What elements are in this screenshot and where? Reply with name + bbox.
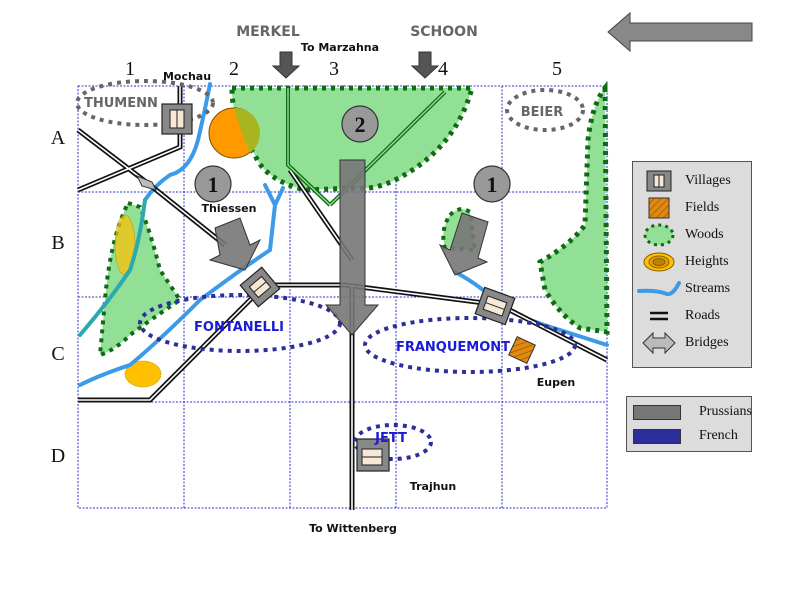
commander-beier: BEIER — [521, 105, 564, 120]
legend-item-fields: Fields — [633, 195, 719, 221]
svg-text:2: 2 — [355, 112, 366, 137]
prussian-swatch — [633, 404, 681, 420]
road-icon — [650, 311, 668, 321]
unit-marker-2: 2 — [341, 105, 379, 143]
heights-b1 — [114, 214, 136, 276]
village-icon — [646, 170, 672, 192]
column-labels: 1 2 3 4 5 — [125, 58, 562, 80]
heights — [114, 107, 261, 388]
franquemont-ring — [363, 316, 577, 374]
field-eupen — [508, 336, 536, 364]
legend-item-prussians: Prussians — [633, 399, 752, 425]
row-label: C — [51, 343, 64, 365]
row-label: D — [51, 445, 65, 467]
arrow-unit-1-thiessen — [208, 217, 262, 271]
svg-text:1: 1 — [208, 172, 219, 197]
unit-marker-1-west: 1 — [194, 165, 232, 203]
commander-franquemont: FRANQUEMONT — [396, 340, 510, 355]
legend-label: Bridges — [685, 335, 729, 350]
label-to-wittenberg: To Wittenberg — [309, 522, 397, 535]
unit-marker-1-east: 1 — [473, 165, 511, 203]
villages — [161, 103, 516, 472]
stream-west-b — [78, 183, 278, 387]
arrow-schoon — [410, 51, 440, 79]
french-commander-rings — [138, 293, 577, 461]
row-label: B — [51, 232, 64, 254]
arrow-direction-west — [607, 11, 753, 53]
label-thiessen: Thiessen — [202, 202, 257, 215]
village-thiessen-fontanelli — [239, 266, 281, 308]
legend-label: Villages — [685, 173, 731, 188]
village-franquemont — [474, 286, 516, 326]
forces-legend: Prussians French — [626, 396, 752, 452]
commander-thumenn: THUMENN — [84, 96, 158, 111]
legend-label: Woods — [685, 227, 724, 242]
legend-item-bridges: Bridges — [633, 330, 729, 356]
label-trajhun: Trajhun — [410, 480, 456, 493]
row-labels: A B C D — [51, 127, 66, 467]
arrow-unit-1-east — [438, 212, 489, 276]
column-label: 1 — [125, 58, 135, 80]
legend-item-villages: Villages — [633, 168, 731, 194]
legend-item-roads: Roads — [633, 303, 720, 329]
stream-main-north — [143, 82, 212, 202]
row-label: A — [51, 127, 66, 149]
commander-schoon: SCHOON — [410, 24, 478, 40]
terrain-legend: Villages Fields Woods Heights Streams Ro… — [632, 161, 752, 368]
label-to-marzahna: To Marzahna — [301, 41, 379, 54]
bridge-icon — [135, 175, 157, 191]
prussian-attack-arrows — [208, 11, 753, 336]
svg-text:1: 1 — [487, 172, 498, 197]
fontanelli-ring — [138, 293, 342, 353]
legend-item-french: French — [633, 423, 738, 449]
french-swatch — [633, 428, 681, 444]
column-label: 3 — [329, 58, 339, 80]
column-label: 4 — [438, 58, 448, 80]
legend-item-heights: Heights — [633, 249, 729, 275]
legend-item-streams: Streams — [633, 276, 730, 302]
stream-west-a — [78, 198, 147, 337]
thumenn-ring — [75, 79, 215, 127]
field-icon — [648, 197, 670, 219]
beier-ring — [505, 88, 585, 132]
heights-icon — [643, 252, 675, 272]
unit-markers: 1 2 1 — [194, 105, 511, 203]
label-eupen: Eupen — [537, 376, 576, 389]
bridge-icon — [642, 331, 676, 355]
legend-label: Prussians — [699, 404, 752, 419]
column-label: 2 — [229, 58, 239, 80]
legend-label: Fields — [685, 200, 720, 215]
streams — [78, 82, 609, 387]
arrow-unit-2-south — [324, 159, 380, 336]
commander-jett: JETT — [374, 431, 407, 446]
heights-c1 — [124, 360, 162, 388]
arrow-merkel — [271, 51, 301, 79]
village-jett — [356, 438, 390, 472]
commander-merkel: MERKEL — [236, 24, 300, 40]
woods-east — [537, 80, 610, 335]
jett-ring — [353, 423, 433, 461]
legend-label: Heights — [685, 254, 729, 269]
legend-label: French — [699, 428, 738, 443]
commander-fontanelli: FONTANELLI — [194, 320, 284, 335]
legend-label: Streams — [685, 281, 731, 296]
legend-label: Roads — [685, 308, 720, 323]
woods-icon — [643, 223, 675, 247]
village-mochau — [161, 103, 193, 135]
prussian-commander-rings — [75, 79, 585, 132]
stream-icon — [637, 281, 681, 297]
legend-item-woods: Woods — [633, 222, 724, 248]
column-label: 5 — [552, 58, 562, 80]
label-mochau: Mochau — [163, 70, 211, 83]
